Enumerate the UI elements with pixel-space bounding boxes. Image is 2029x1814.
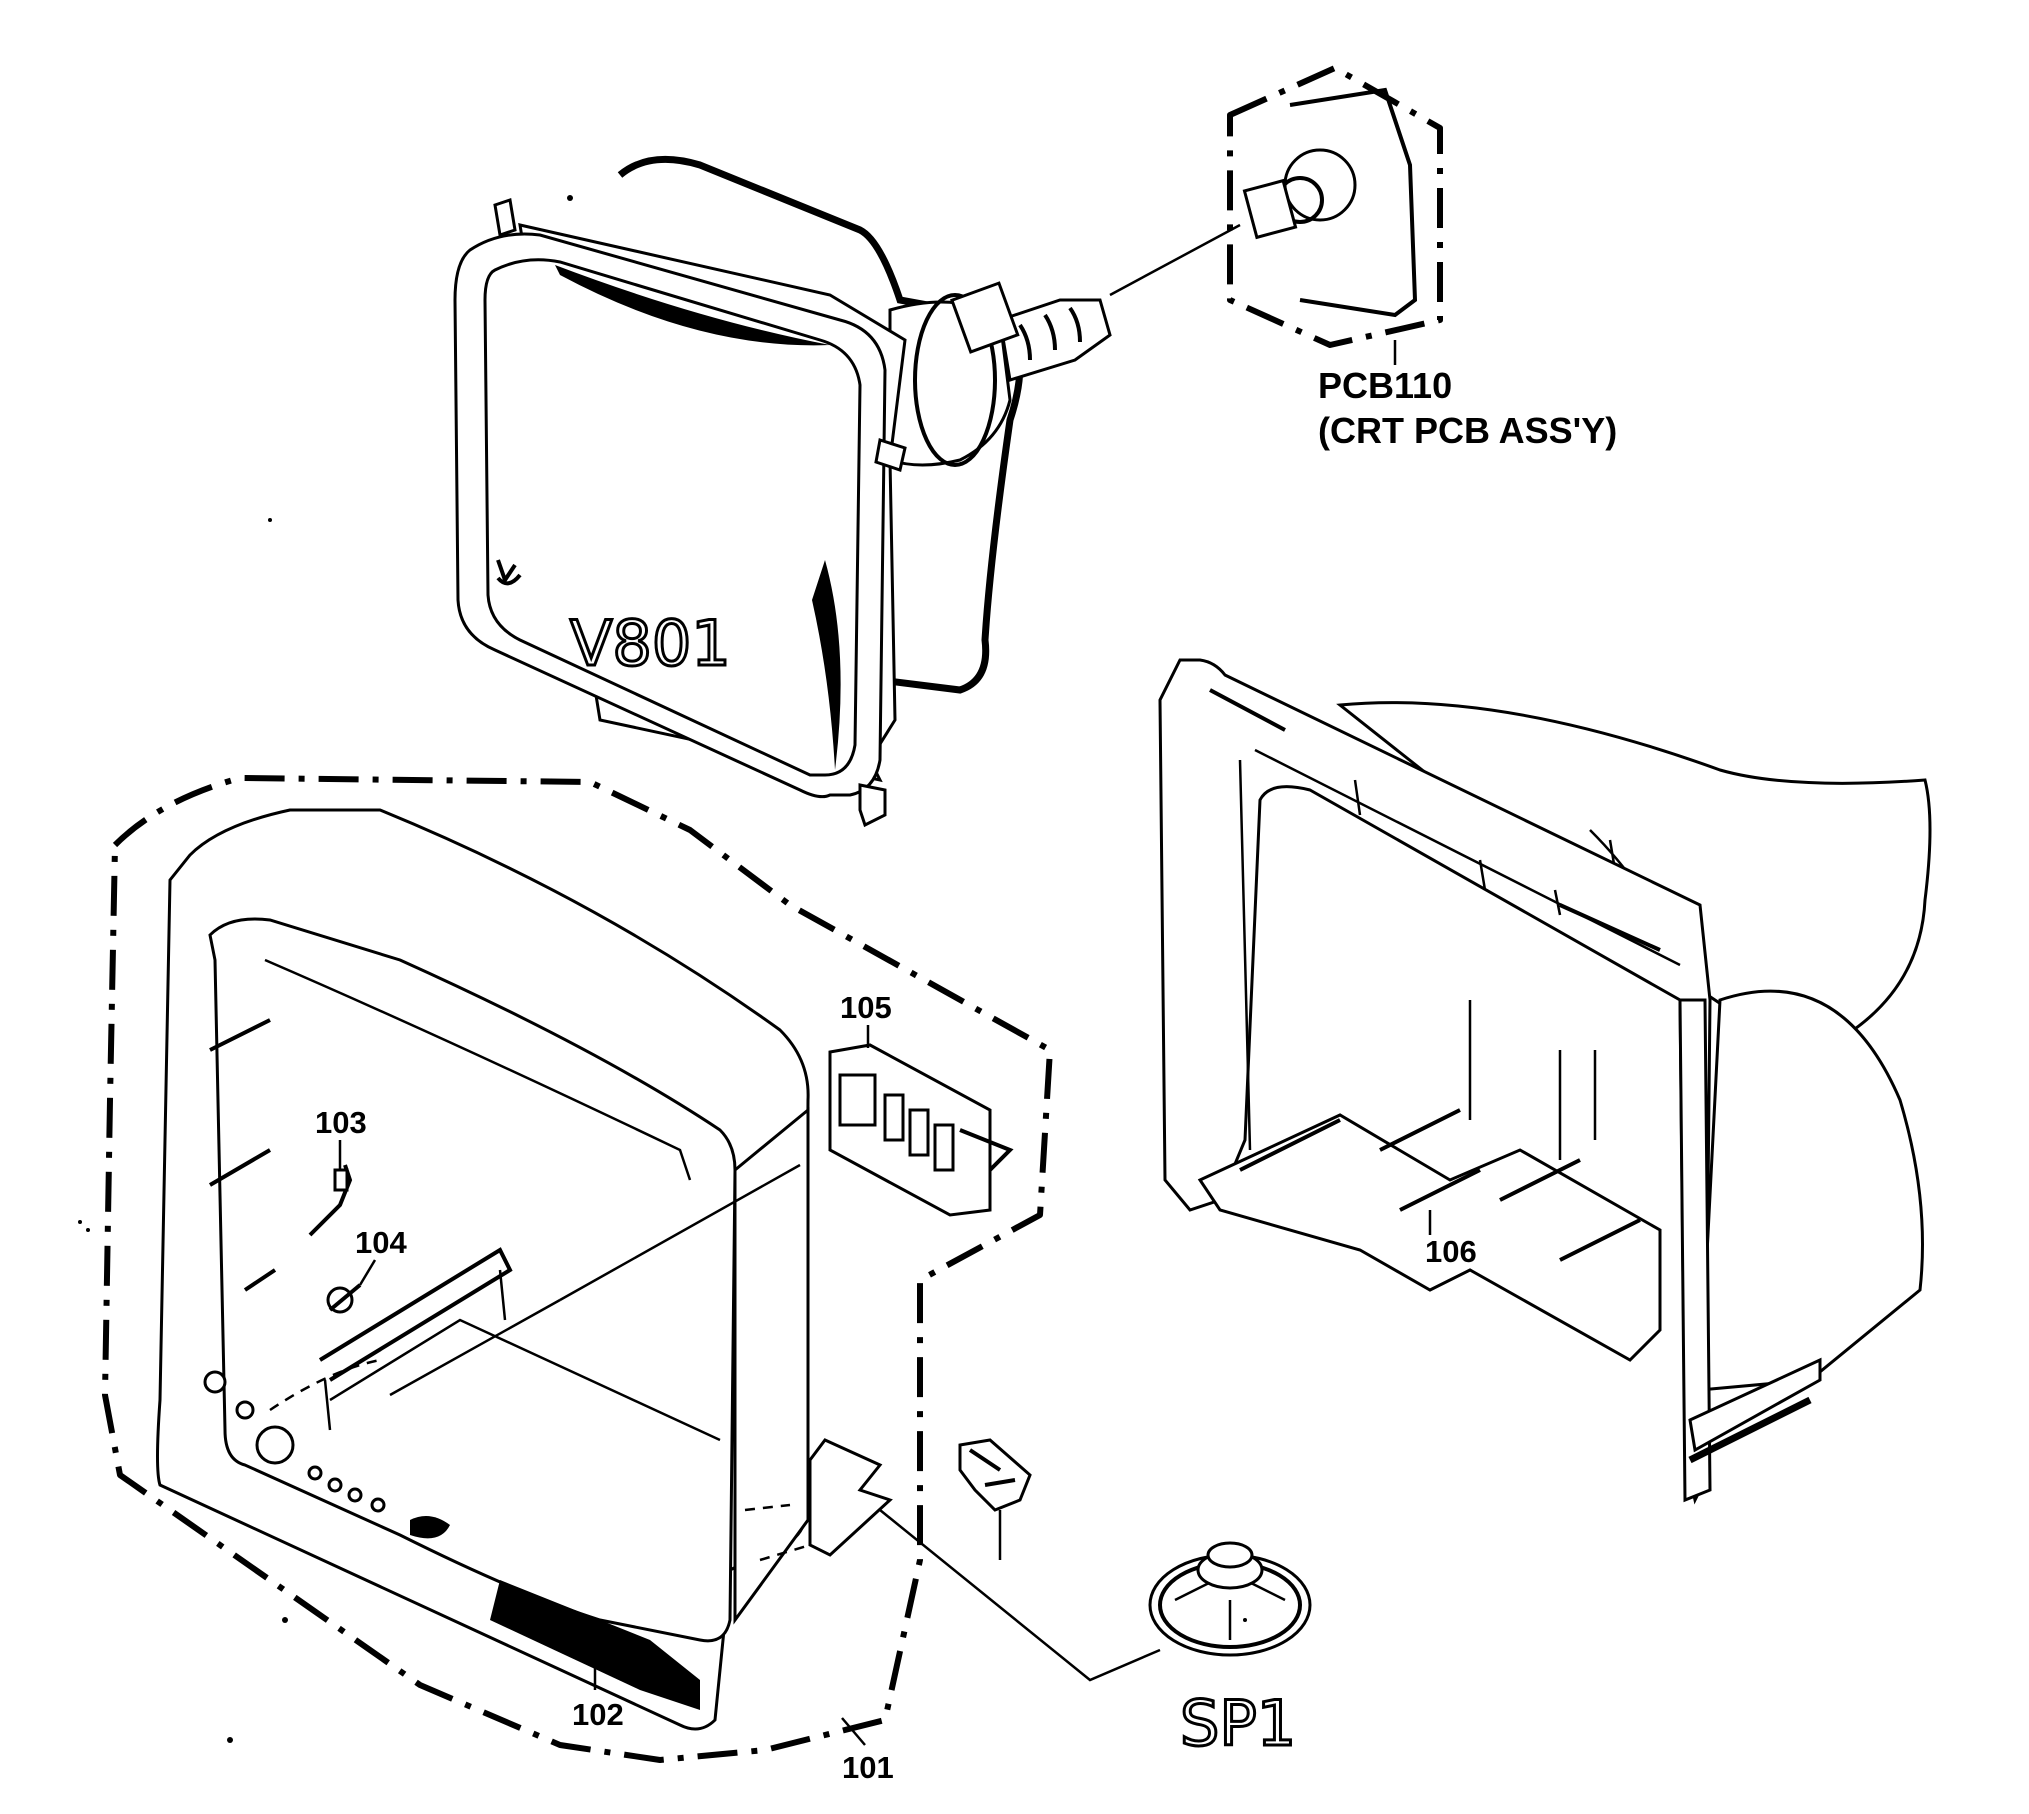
mount-clip	[958, 1438, 1032, 1560]
pcb-id-label: PCB110	[1318, 365, 1452, 406]
clip-part	[326, 1259, 377, 1314]
crt-ref-label: V801	[570, 607, 731, 680]
speaker: SP1	[1148, 1541, 1312, 1762]
neck-connection-line	[1109, 223, 1241, 297]
terminal-wire	[559, 1163, 801, 1302]
pcb-desc-label: (CRT PCB ASS'Y)	[1318, 410, 1617, 451]
part-102-label: 102	[572, 1697, 624, 1732]
part-103-label: 103	[315, 1105, 367, 1140]
part-105-label: 105	[840, 990, 892, 1025]
front-cabinet-assembly	[102, 775, 1053, 1763]
crt-picture-tube: V801	[453, 155, 1112, 828]
part-101-label: 101	[842, 1750, 894, 1785]
speaker-ref-label: SP1	[1180, 1687, 1296, 1760]
rear-cabinet	[1158, 658, 1932, 1505]
scan-specks	[78, 195, 1247, 1743]
terminal-block	[828, 1025, 1014, 1217]
speaker-wire	[879, 1509, 1161, 1682]
bracket-part	[308, 1140, 353, 1237]
part-104-label: 104	[355, 1225, 407, 1260]
part-106-label: 106	[1425, 1234, 1477, 1269]
crt-pcb-assembly	[1227, 65, 1443, 365]
